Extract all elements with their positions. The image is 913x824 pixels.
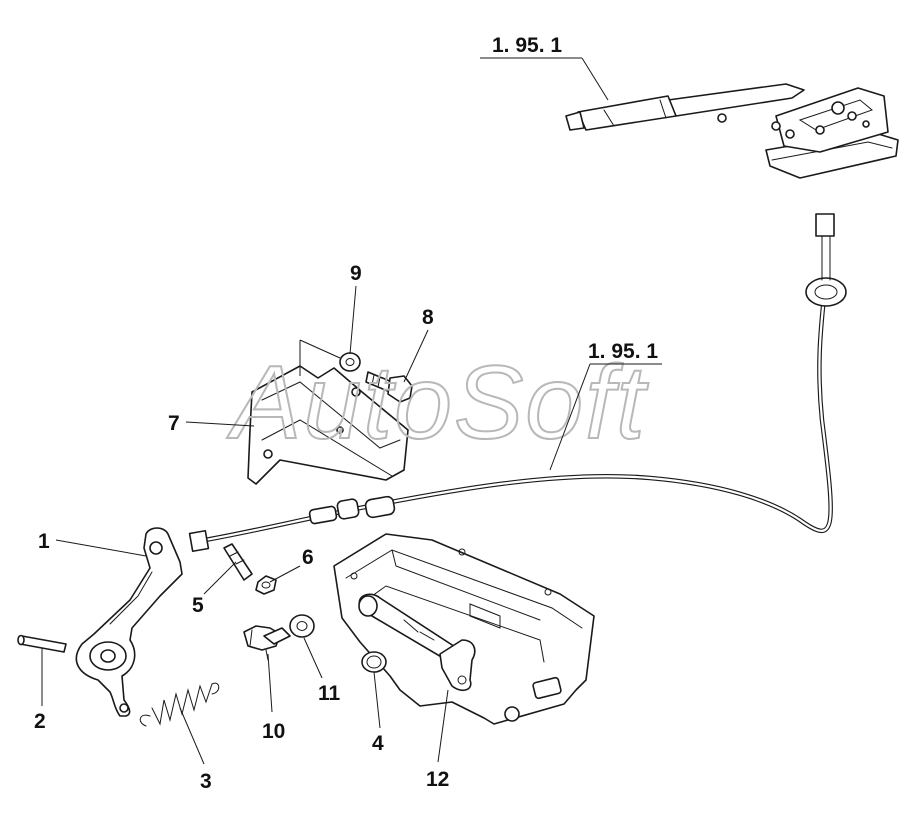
part-5-stud[interactable] — [223, 543, 253, 581]
ref-label-top: 1. 95. 1 — [492, 34, 562, 57]
callout-12: 12 — [426, 768, 449, 791]
callout-8: 8 — [422, 306, 434, 329]
hand-brake-lever-assembly[interactable] — [565, 83, 899, 179]
part-7-bracket[interactable] — [247, 365, 409, 485]
callout-1: 1 — [38, 530, 50, 553]
part-6-nut[interactable] — [255, 575, 277, 595]
part-10-switch[interactable] — [243, 625, 291, 661]
callout-3: 3 — [200, 770, 212, 793]
callout-labels: 1. 95. 1 1. 95. 1 1 2 3 4 5 6 7 8 9 10 1… — [34, 34, 658, 793]
callout-9: 9 — [350, 262, 362, 285]
part-12-housing[interactable] — [333, 533, 595, 725]
callout-11: 11 — [318, 682, 341, 705]
callout-6: 6 — [302, 546, 314, 569]
part-2-pin[interactable] — [17, 634, 67, 653]
part-3-spring[interactable] — [139, 682, 220, 727]
part-4-oring[interactable] — [361, 651, 387, 673]
callout-10: 10 — [262, 720, 285, 743]
part-1-lever[interactable] — [75, 527, 183, 717]
callout-2: 2 — [34, 710, 46, 733]
ref-label-cable: 1. 95. 1 — [588, 340, 658, 363]
watermark: AutoSoft — [226, 345, 649, 461]
part-11-seal[interactable] — [289, 614, 315, 638]
callout-5: 5 — [192, 594, 204, 617]
callout-7: 7 — [168, 412, 180, 435]
leader-lines — [41, 57, 662, 765]
part-8-bolt[interactable] — [365, 371, 413, 403]
parking-brake-cable[interactable] — [188, 213, 847, 553]
callout-4: 4 — [372, 732, 384, 755]
